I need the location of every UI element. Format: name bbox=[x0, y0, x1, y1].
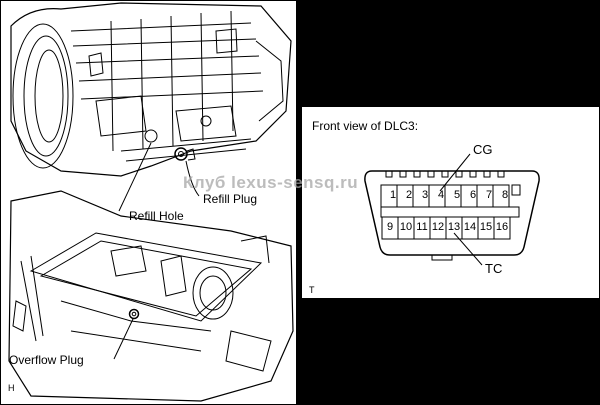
overflow-plug-leader bbox=[113, 318, 134, 360]
pin-10: 10 bbox=[399, 221, 413, 233]
tc-leader bbox=[453, 232, 483, 266]
pin-3: 3 bbox=[421, 189, 429, 201]
refill-plug-label: Refill Plug bbox=[203, 192, 258, 206]
dlc3-title: Front view of DLC3: bbox=[312, 119, 419, 133]
transmission-drawing bbox=[8, 2, 294, 402]
dlc3-connector-drawing bbox=[364, 153, 540, 266]
dlc3-diagram-panel: Front view of DLC3: bbox=[301, 106, 600, 299]
pin-15: 15 bbox=[479, 221, 493, 233]
dlc3-bottom-row-cells bbox=[381, 216, 511, 240]
panel-corner-letter-h: H bbox=[8, 383, 15, 393]
pin-1: 1 bbox=[389, 189, 397, 201]
pin-16: 16 bbox=[495, 221, 509, 233]
overflow-plug-part bbox=[128, 308, 140, 320]
pin-2: 2 bbox=[405, 189, 413, 201]
cg-leader bbox=[439, 153, 471, 192]
pin-12: 12 bbox=[431, 221, 445, 233]
pin-4: 4 bbox=[437, 189, 445, 201]
dlc3-bottom-notch bbox=[431, 255, 453, 261]
dlc3-top-slots bbox=[385, 171, 505, 178]
pin-9: 9 bbox=[386, 221, 394, 233]
overflow-plug-label: Overflow Plug bbox=[9, 353, 84, 367]
pin-11: 11 bbox=[416, 221, 428, 233]
pin-13: 13 bbox=[447, 221, 461, 233]
pin-14: 14 bbox=[463, 221, 477, 233]
watermark-text: Клуб lexus-sensq.ru bbox=[183, 173, 359, 192]
refill-hole-leader bbox=[118, 142, 152, 212]
refill-plug-leader bbox=[185, 160, 200, 197]
cg-callout-label: CG bbox=[473, 142, 493, 157]
refill-plug-part bbox=[174, 147, 196, 161]
oil-pan-assembly bbox=[8, 190, 294, 402]
dlc3-connector-outline bbox=[364, 170, 540, 256]
tc-callout-label: TC bbox=[485, 261, 503, 276]
refill-hole-label: Refill Hole bbox=[129, 209, 184, 223]
transmission-housing bbox=[10, 2, 292, 177]
pin-8: 8 bbox=[501, 189, 509, 201]
pin-5: 5 bbox=[453, 189, 461, 201]
panel-corner-letter-t: T bbox=[309, 285, 315, 295]
pin-7: 7 bbox=[485, 189, 493, 201]
dlc3-center-key bbox=[380, 206, 520, 218]
transmission-diagram-panel: Refill Plug Refill Hole Overflow Plug H bbox=[0, 0, 297, 405]
pin-6: 6 bbox=[469, 189, 477, 201]
